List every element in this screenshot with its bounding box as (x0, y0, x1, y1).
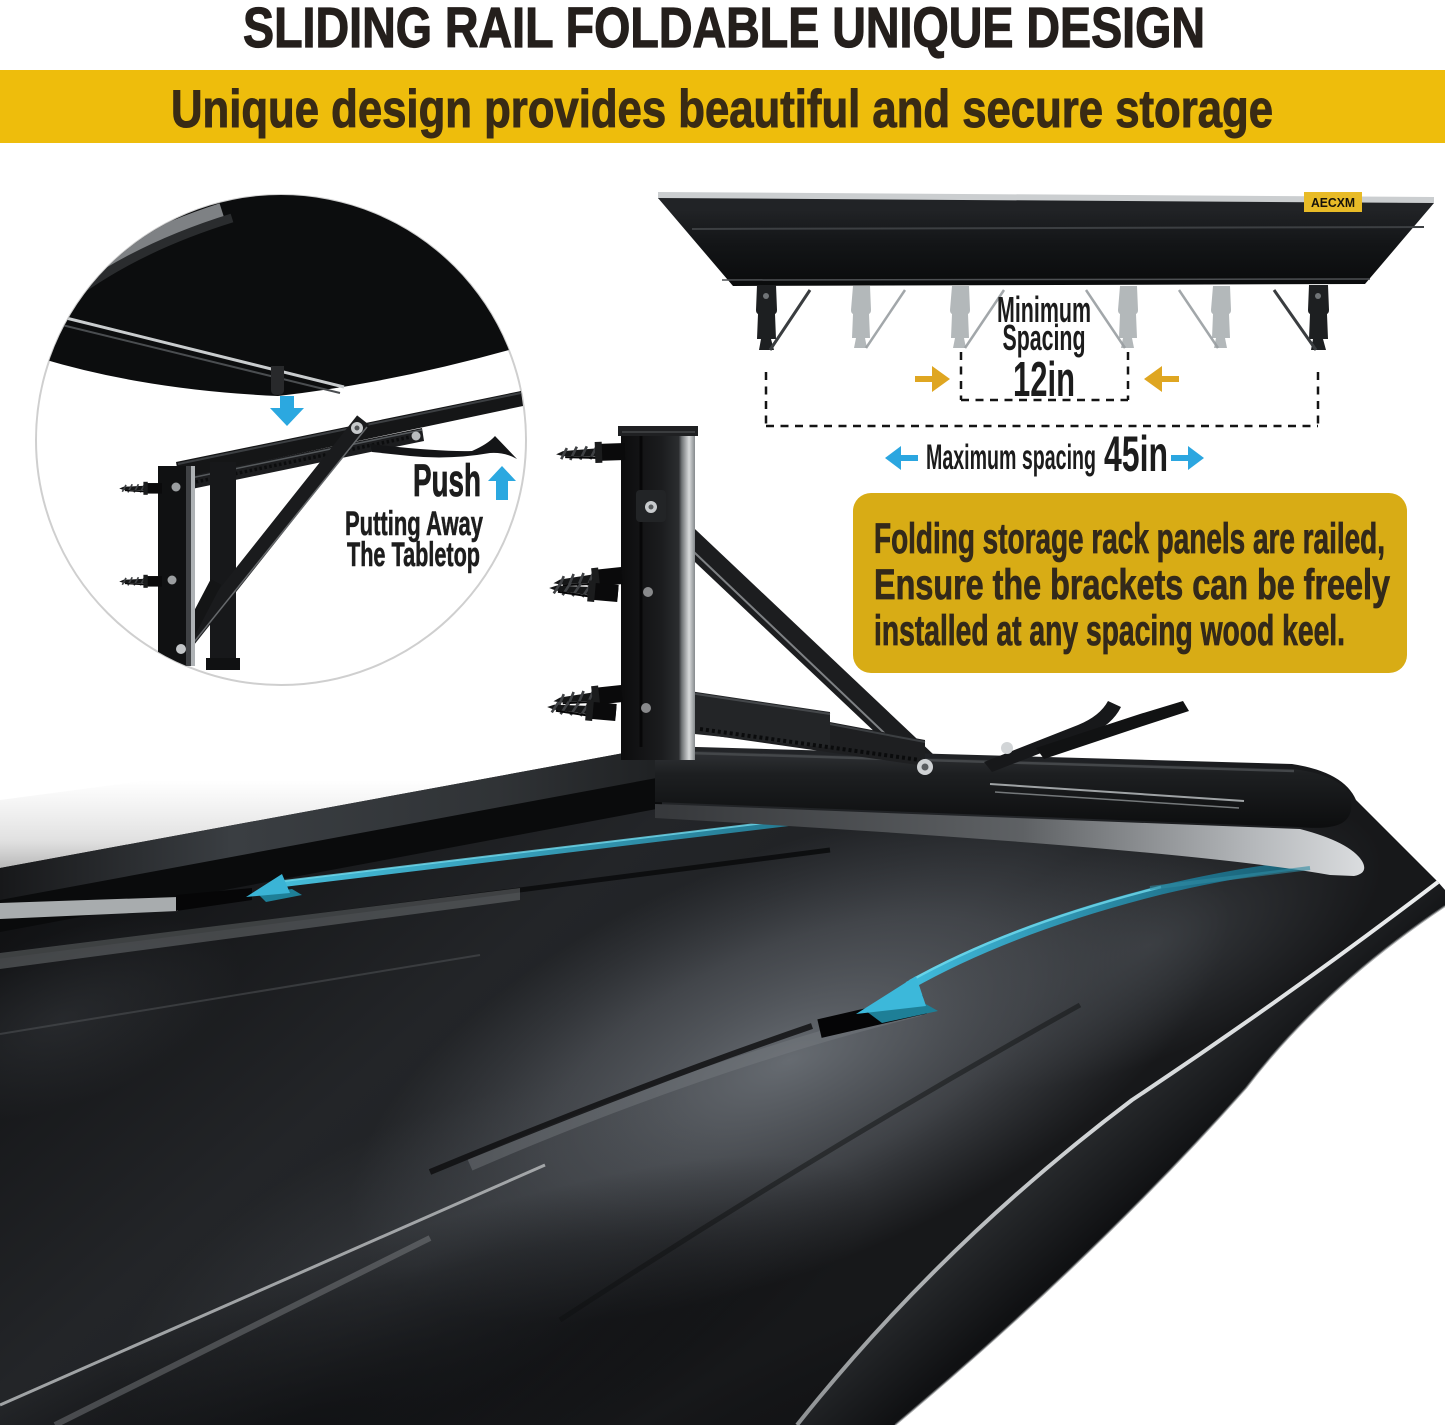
svg-text:Unique design provides beautif: Unique design provides beautiful and sec… (171, 80, 1273, 139)
svg-text:The Tabletop: The Tabletop (347, 536, 480, 574)
svg-text:Ensure the brackets can be fre: Ensure the brackets can be freely (874, 561, 1390, 609)
svg-text:Putting Away: Putting Away (345, 505, 483, 543)
svg-text:Spacing: Spacing (1003, 317, 1086, 358)
svg-text:12in: 12in (1013, 353, 1075, 407)
svg-text:AECXM: AECXM (1311, 195, 1355, 210)
svg-text:Maximum spacing: Maximum spacing (926, 438, 1096, 477)
svg-text:installed at any spacing wood: installed at any spacing wood keel. (874, 607, 1345, 655)
svg-text:Push: Push (413, 455, 481, 506)
svg-text:Folding storage rack panels ar: Folding storage rack panels are railed, (874, 515, 1385, 563)
svg-text:SLIDING RAIL FOLDABLE UNIQUE D: SLIDING RAIL FOLDABLE UNIQUE DESIGN (243, 0, 1205, 60)
svg-text:Minimum: Minimum (997, 289, 1091, 330)
svg-text:45in: 45in (1104, 426, 1168, 482)
